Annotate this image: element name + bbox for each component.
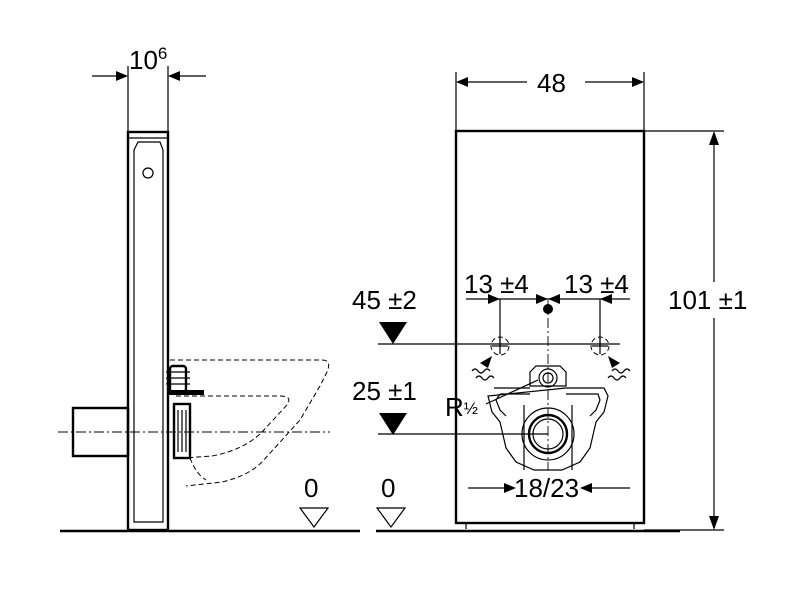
drain-label: 18/23 [514, 473, 579, 503]
side-depth-label: 106 [129, 44, 167, 75]
water-supply-right [590, 336, 631, 381]
spacing-right-label: 13 ±4 [564, 269, 629, 299]
water-supply-left [471, 336, 510, 381]
wc-bowl-front [487, 387, 609, 471]
side-floor-symbol: 0 [298, 473, 330, 529]
side-view: 106 [58, 44, 360, 533]
thread-label: R½ [445, 392, 478, 422]
height-dimension: 101 ±1 [644, 130, 747, 531]
drain-pipe-side [58, 406, 330, 458]
front-floor-label: 0 [381, 473, 395, 503]
center-point [543, 304, 553, 314]
connection-fittings-side [166, 364, 204, 460]
spacing-left-label: 13 ±4 [464, 269, 529, 299]
front-width-dimension: 48 [455, 68, 645, 130]
wc-bowl-outline [170, 359, 330, 487]
front-view: 48 101 ±1 13 ±4 13 ±4 [352, 68, 747, 533]
flush-connection: R½ [445, 365, 567, 422]
front-floor-symbol: 0 [375, 473, 407, 529]
drain-dimension: 18/23 [468, 473, 630, 503]
module-front-panel [454, 129, 646, 525]
flush-height-label: 25 ±1 [352, 376, 417, 406]
flush-height-level: 25 ±1 [352, 376, 548, 435]
front-width-label: 48 [537, 68, 566, 98]
supply-height-level: 45 ±2 [352, 285, 620, 345]
module-side-body [126, 130, 170, 532]
supply-spacing-dimension: 13 ±4 13 ±4 [464, 269, 630, 346]
height-label: 101 ±1 [668, 285, 747, 315]
supply-height-label: 45 ±2 [352, 285, 417, 315]
side-depth-dimension: 106 [92, 44, 206, 138]
side-floor-label: 0 [304, 473, 318, 503]
flush-button-side-icon [142, 167, 154, 179]
